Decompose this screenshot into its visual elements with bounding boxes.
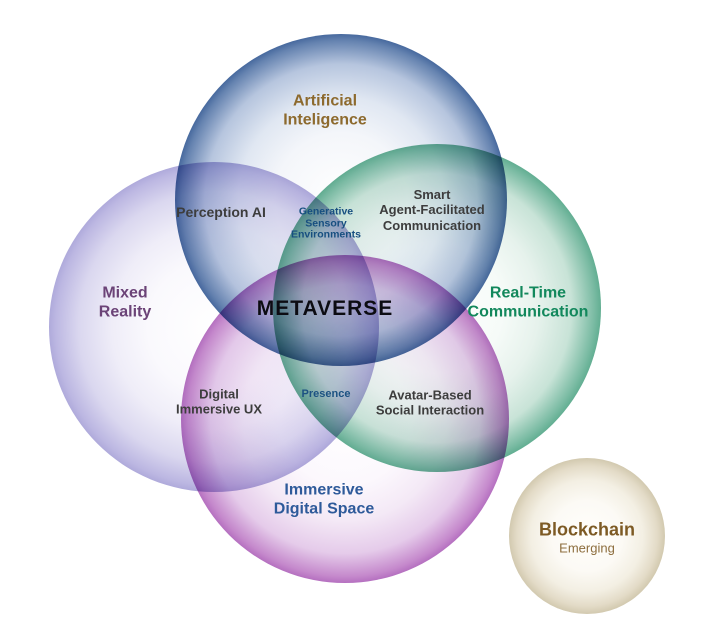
label-avatar-based-social-interaction: Avatar-Based Social Interaction (375, 387, 485, 418)
label-immersive-digital-space: Immersive Digital Space (273, 481, 375, 517)
label-generative-sensory-environments: Generative Sensory Environments (290, 205, 362, 241)
label-smart-agent-facilitated-communication: Smart Agent-Facilitated Communication (379, 187, 485, 233)
label-perception-ai: Perception AI (176, 204, 266, 220)
circle-immersive-digital-space (181, 255, 509, 583)
label-presence: Presence (301, 388, 351, 400)
label-blockchain: Blockchain (538, 519, 636, 540)
label-digital-immersive-ux: Digital Immersive UX (176, 386, 262, 417)
circle-blockchain (509, 458, 665, 614)
label-artificial-intelligence: Artificial Inteligence (283, 92, 367, 128)
label-blockchain-emerging: Emerging (559, 540, 615, 556)
label-mixed-reality: Mixed Reality (98, 284, 152, 320)
label-real-time-communication: Real-Time Communication (467, 284, 589, 320)
label-metaverse: METAVERSE (256, 297, 394, 320)
